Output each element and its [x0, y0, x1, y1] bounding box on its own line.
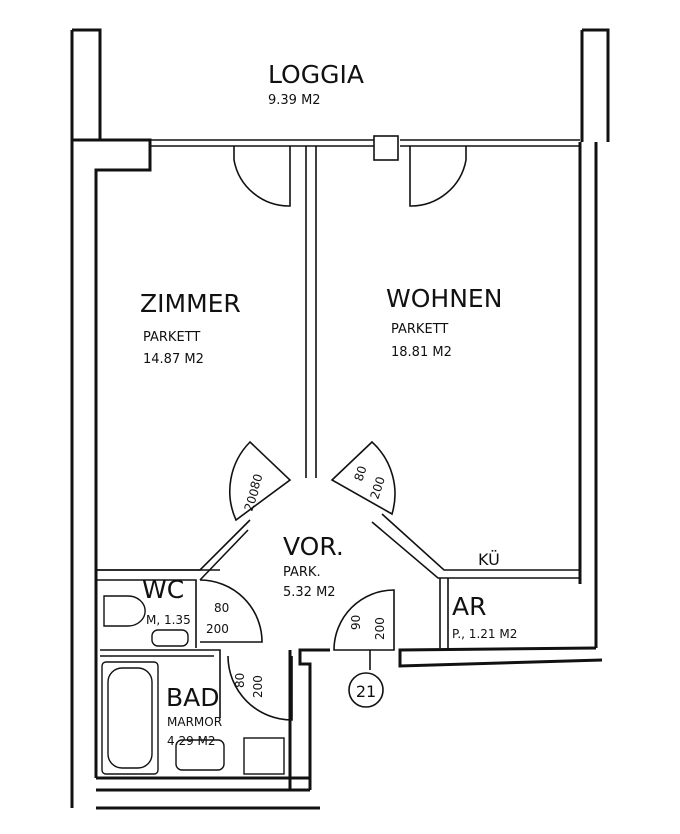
room-loggia: LOGGIA 9.39 M2 [268, 60, 364, 108]
bathtub-inner [107, 667, 153, 769]
door-zimmer-height: 200 [242, 487, 262, 513]
zimmer-loggia-door [233, 146, 291, 207]
bad-door-arc [227, 655, 293, 721]
room-name-zimmer: ZIMMER [140, 289, 241, 318]
door-wohnen-height: 200 [368, 475, 388, 501]
room-area-vor: 5.32 M2 [283, 585, 336, 600]
wc-partition [96, 569, 220, 648]
kitchen-label: KÜ [478, 550, 500, 569]
bad-cabinet [243, 737, 285, 775]
toilet [103, 595, 146, 627]
zimmer-door-wall [96, 519, 251, 571]
room-name-wohnen: WOHNEN [386, 284, 502, 313]
room-floor-bad: MARMOR [167, 715, 222, 729]
door-bad-height: 200 [251, 675, 265, 698]
door-zimmer-width: 80 [248, 472, 266, 491]
door-wohnen-width: 80 [352, 464, 370, 483]
door-entry-width: 90 [349, 615, 363, 630]
room-floor-wohnen: PARKETT [391, 322, 448, 337]
room-area-wc: M, 1.35 [146, 613, 191, 627]
zimmer-wohnen-partition [305, 146, 317, 478]
ar-partition [439, 578, 449, 648]
window-line [150, 135, 580, 161]
wohnen-loggia-door [409, 146, 467, 207]
lower-right-wall [398, 646, 603, 668]
door-entry-height: 200 [373, 617, 387, 640]
door-wc-height: 200 [206, 622, 229, 636]
outer-wall-top-loggia [72, 28, 102, 140]
wc-door-arc [199, 579, 263, 643]
entry-door-arc [333, 589, 395, 651]
room-name-wc: WC [142, 575, 184, 604]
room-zimmer: ZIMMER PARKETT 14.87 M2 [140, 289, 241, 367]
wc-sink [151, 629, 189, 647]
room-name-bad: BAD [166, 683, 220, 712]
door-swings [199, 146, 467, 721]
walls [70, 28, 610, 810]
room-area-ar: P., 1.21 M2 [452, 627, 517, 641]
bathtub [101, 661, 159, 775]
vor-diagonal-right [371, 513, 580, 579]
upper-interior-left [72, 138, 152, 570]
room-wohnen: WOHNEN PARKETT 18.81 M2 [386, 284, 502, 360]
room-ar: AR P., 1.21 M2 [452, 592, 517, 641]
door-dimensions: 80 200 80 200 80 200 80 200 90 200 [206, 464, 388, 698]
room-name-ar: AR [452, 592, 486, 621]
zimmer-door-arc [229, 440, 292, 522]
room-name-vor: VOR. [283, 532, 344, 561]
room-name-loggia: LOGGIA [268, 60, 364, 89]
room-area-loggia: 9.39 M2 [268, 93, 321, 108]
wc-bad-partition [100, 649, 221, 718]
fixtures [101, 595, 285, 775]
right-wall [578, 142, 598, 648]
room-area-bad: 4.29 M2 [167, 734, 216, 748]
partitions [96, 146, 580, 718]
wohnen-door-arc [330, 440, 396, 516]
entry-left-jamb [298, 648, 330, 790]
door-wc-width: 80 [214, 601, 229, 615]
door-bad-width: 80 [233, 673, 247, 688]
room-wc: WC M, 1.35 [142, 575, 191, 627]
unit-number: 21 [356, 682, 376, 701]
room-area-wohnen: 18.81 M2 [391, 345, 452, 360]
room-area-zimmer: 14.87 M2 [143, 352, 204, 367]
bottom-wall [96, 776, 320, 810]
bad-sink [175, 739, 225, 771]
vor-diagonal-left [199, 529, 249, 581]
room-vor: VOR. PARK. 5.32 M2 [283, 532, 344, 600]
room-floor-zimmer: PARKETT [143, 330, 200, 345]
loggia-right-wall [580, 28, 610, 142]
room-bad: BAD MARMOR 4.29 M2 [166, 683, 222, 748]
unit-marker: 21 [348, 672, 384, 708]
room-floor-vor: PARK. [283, 565, 321, 580]
